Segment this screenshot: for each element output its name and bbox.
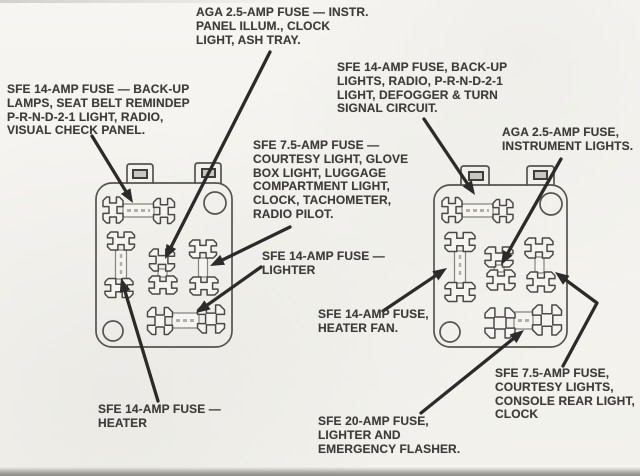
- fuse-courtesy-glovebox: [188, 239, 219, 296]
- fuse-courtesy-console: [524, 237, 556, 293]
- fuse-link-bar: [122, 203, 155, 218]
- label-courtesy-glovebox-fuse: SFE 7.5-AMP FUSE — COURTESY LIGHT, GLOVE…: [253, 138, 409, 221]
- leader-line: [123, 289, 160, 403]
- leader-line: [419, 337, 515, 415]
- arrow-heater: [119, 278, 160, 403]
- mounting-slot: [468, 171, 484, 181]
- fuse-lighter: [146, 304, 226, 336]
- leader-line: [90, 134, 128, 193]
- mounting-tab: [460, 165, 490, 186]
- label-heater-fuse: SFE 14-AMP FUSE — HEATER: [98, 402, 221, 430]
- arrowhead: [119, 278, 131, 293]
- arrowhead: [509, 330, 524, 344]
- fuse-backup-lamps: [102, 196, 176, 225]
- leader-line: [506, 157, 563, 255]
- fuse-clip: [486, 269, 516, 291]
- fuse-heater-fan: [444, 231, 476, 303]
- arrow-instr-illum: [165, 50, 272, 259]
- fuse-clip: [196, 304, 226, 334]
- arrowhead: [165, 244, 177, 259]
- arrowhead: [501, 250, 513, 265]
- leader-line: [220, 225, 292, 262]
- rivet-hole: [203, 191, 227, 215]
- label-lighter-fuse: SFE 14-AMP FUSE — LIGHTER: [262, 249, 385, 277]
- rivet-hole: [102, 320, 124, 342]
- arrowhead: [555, 272, 570, 285]
- label-heater-fan-fuse: SFE 14-AMP FUSE, HEATER FAN.: [318, 307, 429, 335]
- arrow-backup-lamps: [90, 134, 133, 203]
- fuse-backup-lights: [441, 196, 514, 224]
- fuse-box-body: [95, 182, 233, 348]
- fuse-clip: [148, 275, 178, 295]
- leader-line: [205, 265, 263, 307]
- label-backup-lights-fuse: SFE 14-AMP FUSE, BACK-UP LIGHTS, RADIO, …: [337, 60, 508, 116]
- mounting-tab: [126, 163, 154, 184]
- arrow-backup-lights: [422, 117, 475, 195]
- label-courtesy-console-fuse: SFE 7.5-AMP FUSE, COURTESY LIGHTS, CONSO…: [495, 366, 635, 422]
- fuse-clip: [441, 196, 463, 224]
- rivet-hole: [439, 321, 461, 343]
- fuse-clip: [106, 231, 136, 251]
- scan-edge-shadow: [0, 467, 640, 476]
- fuse-lighter-flasher: [484, 304, 563, 339]
- label-instr-panel-illum-fuse: AGA 2.5-AMP FUSE — INSTR. PANEL ILLUM., …: [196, 5, 369, 47]
- fuse-clip: [524, 237, 554, 259]
- arrow-courtesy-glovebox: [210, 225, 292, 266]
- fuse-link-bar: [534, 256, 545, 274]
- fuse-link-bar: [197, 257, 209, 278]
- arrow-lighter: [196, 265, 263, 313]
- arrowhead: [210, 254, 225, 266]
- rivet-hole: [539, 192, 563, 216]
- arrow-courtesy-console: [555, 272, 599, 368]
- arrow-heater-fan: [381, 268, 447, 313]
- fuse-box-left: [95, 162, 233, 348]
- label-instrument-lights-fuse: AGA 2.5-AMP FUSE, INSTRUMENT LIGHTS.: [502, 125, 634, 153]
- fuse-clip: [484, 307, 516, 339]
- arrow-instrument-lights: [501, 157, 563, 265]
- mounting-slot: [533, 170, 548, 180]
- fuse-clip: [152, 197, 176, 225]
- fuse-clip: [188, 239, 218, 259]
- fuse-clip: [102, 196, 124, 224]
- arrowhead: [196, 300, 211, 313]
- mounting-tab: [526, 165, 555, 186]
- arrowhead: [121, 188, 133, 203]
- scan-edge-top: [0, 0, 300, 3]
- fuse-clip: [492, 198, 514, 224]
- fuse-clip: [444, 281, 476, 303]
- arrowhead: [432, 268, 447, 281]
- fuse-clip: [189, 276, 219, 296]
- label-lighter-flasher-fuse: SFE 20-AMP FUSE, LIGHTER AND EMERGENCY F…: [318, 414, 461, 456]
- fuse-heater: [104, 231, 136, 299]
- leader-line: [561, 278, 599, 368]
- fuse-instr-illum: [148, 248, 178, 295]
- fuse-box-right: [433, 165, 568, 348]
- leader-line: [422, 117, 469, 186]
- fuse-clip: [444, 231, 476, 253]
- mounting-slot: [132, 169, 148, 179]
- leader-line: [381, 274, 438, 313]
- arrow-lighter-flasher: [419, 330, 524, 415]
- leader-line: [169, 50, 272, 249]
- fuse-link-bar: [461, 203, 494, 218]
- fuse-clip: [526, 271, 556, 293]
- label-backup-lamps-fuse: SFE 14-AMP FUSE — BACK-UP LAMPS, SEAT BE…: [7, 82, 190, 138]
- fuse-instrument-lights: [484, 246, 516, 291]
- fuse-clip: [146, 306, 174, 336]
- fuse-link-bar: [157, 268, 168, 278]
- fuse-clip: [531, 304, 563, 336]
- arrowhead: [462, 180, 475, 195]
- fuse-link-bar: [513, 311, 534, 330]
- mounting-tab: [194, 162, 222, 184]
